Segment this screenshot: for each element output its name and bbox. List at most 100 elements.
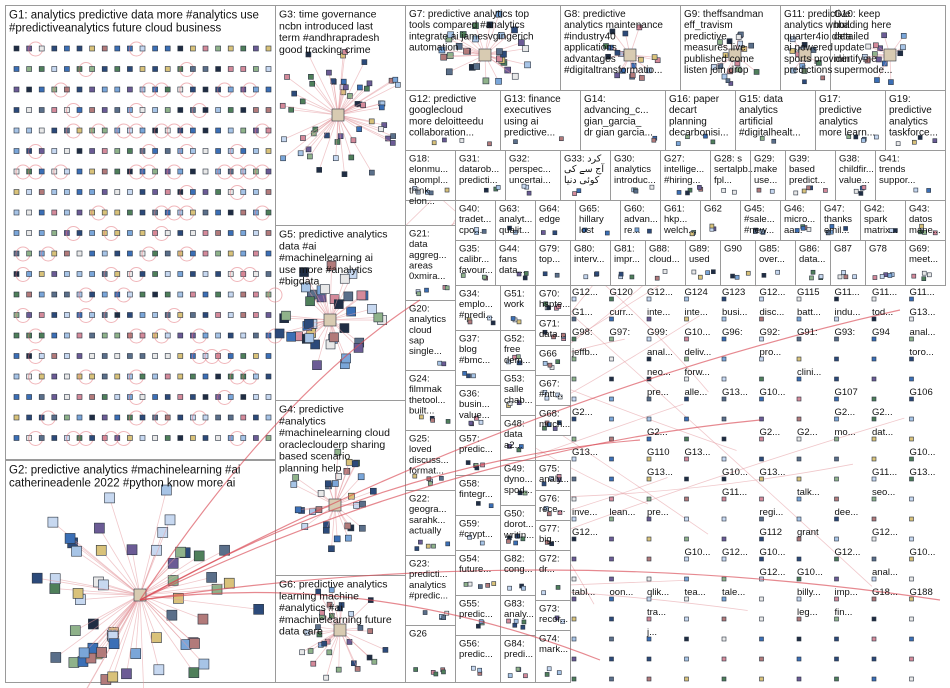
group-label-line: elonmu...: [409, 164, 448, 175]
network-node: [335, 139, 340, 144]
group-label-line: meet...: [909, 254, 938, 265]
network-node: [241, 149, 246, 154]
group-label-line: G24:: [409, 374, 430, 385]
network-node: [52, 272, 57, 277]
network-node: [115, 87, 120, 92]
group-label-line: #predic...: [409, 590, 448, 601]
network-node: [697, 185, 701, 189]
network-node: [167, 610, 177, 620]
network-node: [922, 271, 926, 275]
network-node: [910, 517, 914, 521]
network-node: [326, 70, 331, 75]
group-label-line: G41:: [879, 154, 900, 165]
group-label-line: G54:: [459, 554, 480, 565]
grid-group-label: G97:: [610, 327, 631, 338]
network-node: [722, 677, 726, 681]
network-node: [835, 357, 839, 361]
group-label-line: value...: [459, 410, 490, 421]
group-label-line: ai powered: [784, 43, 833, 54]
group-label-line: emplo...: [459, 299, 493, 310]
group-label-line: predictive...: [504, 128, 555, 139]
network-node: [39, 436, 44, 441]
group-label-line: term #andhrapradesh: [279, 32, 380, 44]
group-label-line: rece...: [539, 504, 565, 515]
network-node: [266, 313, 271, 318]
group-label-g26: G26: [409, 629, 427, 640]
network-node: [90, 46, 95, 51]
network-node: [216, 251, 221, 256]
grid-group-label: anal...: [647, 347, 673, 358]
network-node: [77, 108, 82, 113]
hub-node: [334, 624, 346, 636]
group-label-g62: G62: [704, 204, 722, 215]
network-node: [726, 79, 730, 83]
group-label-g77: G77:big...: [539, 524, 560, 546]
network-node: [203, 415, 208, 420]
network-node: [52, 395, 57, 400]
network-node: [557, 671, 561, 675]
group-label-line: G28: s: [714, 154, 742, 165]
network-node: [39, 149, 44, 154]
grid-group-label: G2...: [872, 407, 893, 418]
network-node: [64, 272, 69, 277]
network-node: [228, 231, 233, 236]
hub-node: [324, 314, 336, 326]
network-node: [39, 374, 44, 379]
grid-group-label: G11...: [835, 287, 860, 298]
network-node: [77, 87, 82, 92]
grid-group-label: G13...: [722, 387, 748, 398]
network-node: [760, 377, 764, 381]
group-label-line: intellige...: [664, 164, 704, 175]
network-node: [760, 677, 764, 681]
network-node: [434, 672, 438, 676]
network-node: [647, 497, 651, 501]
network-node: [874, 78, 879, 83]
network-node: [300, 99, 305, 104]
network-node: [367, 655, 372, 660]
network-node: [27, 87, 32, 92]
network-node: [190, 67, 195, 72]
network-node: [77, 149, 82, 154]
network-node: [77, 46, 82, 51]
network-node: [372, 659, 377, 664]
group-label-line: filmmak: [409, 384, 442, 395]
network-node: [922, 277, 926, 281]
group-label-line: mintifyme: [834, 54, 877, 65]
network-node: [572, 637, 576, 641]
network-node: [153, 395, 158, 400]
network-node: [722, 617, 726, 621]
group-label-line: emil...: [824, 225, 849, 236]
group-label-line: use more #analytics: [279, 264, 372, 276]
network-node: [14, 415, 19, 420]
network-node: [228, 87, 233, 92]
network-node: [253, 354, 258, 359]
network-node: [27, 231, 32, 236]
grid-group-label: qlik...: [647, 587, 669, 598]
grid-group-label: neo...: [647, 367, 671, 378]
group-label-line: predic...: [459, 444, 493, 455]
network-node: [722, 377, 726, 381]
network-node: [253, 67, 258, 72]
network-node: [115, 395, 120, 400]
network-node: [127, 231, 132, 236]
grid-group-label: G93:: [835, 327, 856, 338]
network-node: [165, 292, 170, 297]
network-node: [310, 81, 315, 86]
network-node: [266, 108, 271, 113]
network-node: [647, 417, 651, 421]
network-node: [64, 395, 69, 400]
group-label-line: G63:: [499, 204, 520, 215]
network-node: [90, 231, 95, 236]
network-node: [749, 43, 754, 48]
network-node: [190, 87, 195, 92]
network-node: [165, 46, 170, 51]
network-node: [178, 415, 183, 420]
network-node: [165, 395, 170, 400]
network-node: [254, 604, 264, 614]
group-label-line: G16: paper: [669, 94, 720, 105]
group-label-line: predictive: [819, 105, 862, 116]
network-node: [355, 666, 360, 671]
network-node: [308, 74, 313, 79]
group-label-line: supermode...: [834, 65, 892, 76]
network-node: [496, 78, 502, 84]
